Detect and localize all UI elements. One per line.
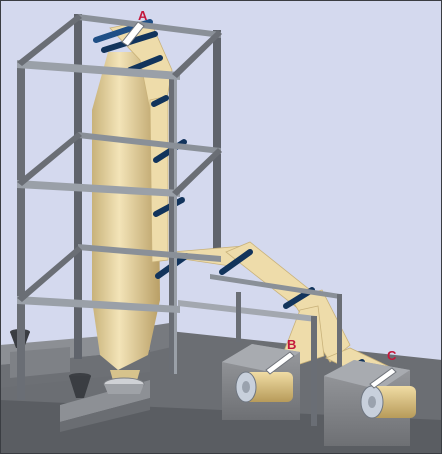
roller bbox=[127, 55, 163, 73]
roller bbox=[219, 249, 253, 275]
label-c: C bbox=[387, 348, 397, 363]
probe-c bbox=[369, 367, 397, 389]
film-bubble bbox=[92, 52, 160, 394]
label-a: A bbox=[138, 8, 148, 23]
label-b: B bbox=[287, 337, 296, 352]
probes bbox=[121, 21, 397, 389]
probe-a bbox=[121, 21, 145, 47]
roller bbox=[151, 95, 169, 107]
probe-b bbox=[265, 351, 295, 375]
tower-frame-front bbox=[17, 14, 222, 400]
winder-c bbox=[324, 360, 416, 446]
conveyor-frame bbox=[178, 274, 342, 426]
